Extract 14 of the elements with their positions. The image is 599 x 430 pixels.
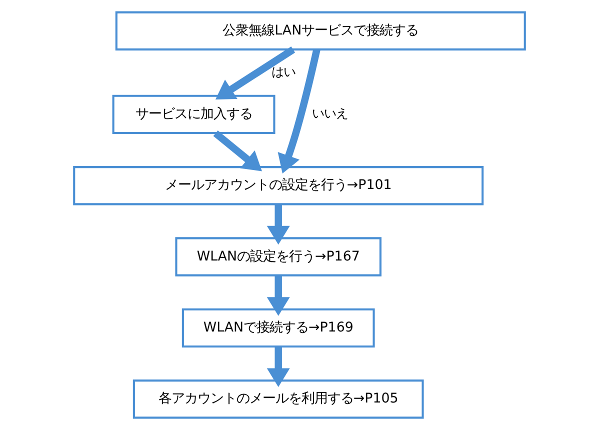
arrow [213, 130, 262, 172]
node-box: WLANの設定を行う→P167 [175, 237, 382, 276]
arrow [266, 276, 290, 316]
node-box: WLANで接続する→P169 [182, 308, 375, 348]
edge-label: いいえ [312, 106, 348, 121]
arrow [266, 204, 290, 245]
arrow [266, 346, 290, 388]
edge-label: はい [271, 64, 296, 79]
node-box: サービスに加入する [112, 94, 276, 134]
node-box: 公衆無線LANサービスで接続する [115, 11, 526, 50]
node-box: 各アカウントのメールを利用する→P105 [132, 380, 424, 419]
arrow [215, 46, 296, 100]
node-box: メールアカウントの設定を行う→P101 [73, 166, 484, 206]
arrow [278, 48, 320, 174]
